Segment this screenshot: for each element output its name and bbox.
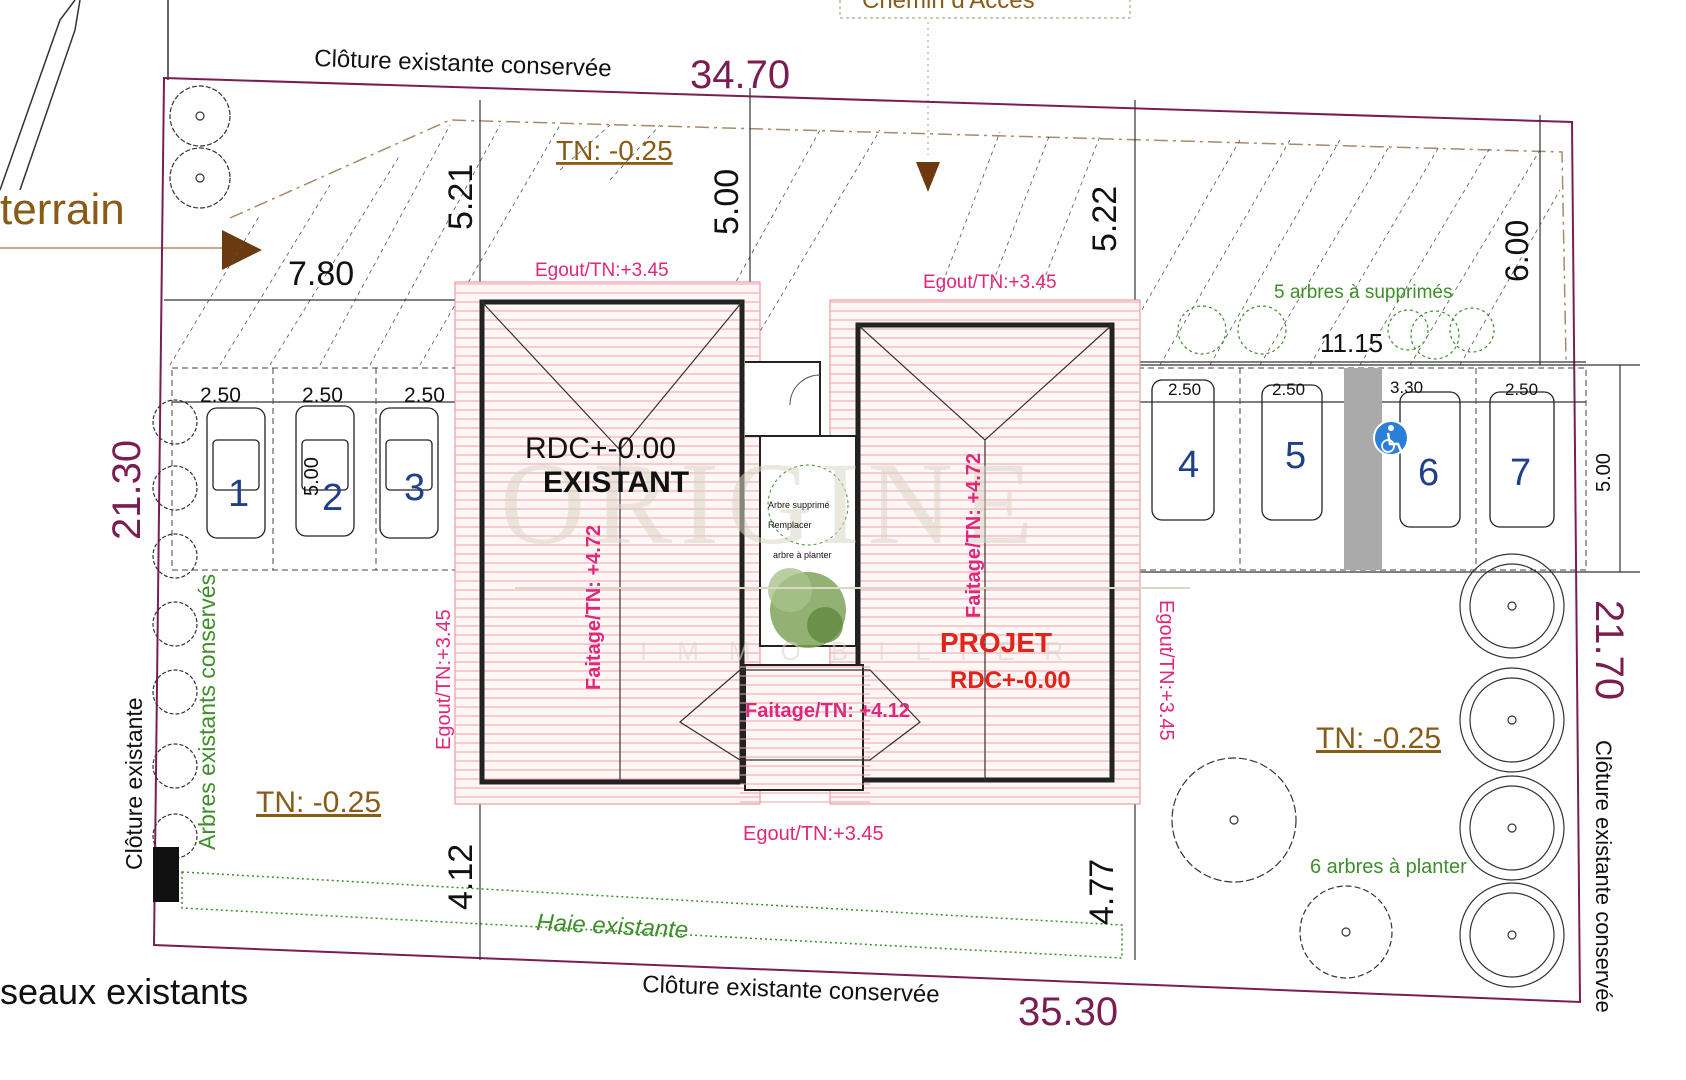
dim-477: 4.77 xyxy=(1083,859,1121,925)
wheelchair-icon xyxy=(1373,420,1409,456)
parking-6: 6 xyxy=(1418,452,1439,494)
parking-2: 2 xyxy=(322,477,343,519)
reseaux-label: seaux existants xyxy=(0,971,248,1012)
watermark-main: ORIGINE xyxy=(500,438,1041,569)
building-project xyxy=(829,299,1141,805)
fence-right-label: Clôture existante conservée xyxy=(1591,740,1616,1013)
faitage-mid: Faitage/TN: +4.12 xyxy=(745,700,910,722)
parking-4: 4 xyxy=(1178,444,1199,486)
terrain-label: terrain xyxy=(0,185,125,234)
access-box: Chemin d'Accès xyxy=(839,0,1131,192)
trees-plant xyxy=(1171,553,1565,988)
arrow-right-icon xyxy=(222,230,262,270)
accessible-aisle xyxy=(1344,368,1382,570)
dim-right: 21.70 xyxy=(1587,600,1631,700)
bay-left-2: 2.50 xyxy=(302,384,343,407)
bay-right-4: 2.50 xyxy=(1505,380,1538,399)
existing-name: EXISTANT xyxy=(543,466,689,499)
building-link xyxy=(678,664,921,803)
dim-left: 21.30 xyxy=(105,440,149,540)
project-name: PROJET xyxy=(940,627,1052,658)
site-boundary xyxy=(152,76,1582,1004)
bay-left-1: 2.50 xyxy=(200,384,241,407)
building-existing xyxy=(454,281,761,805)
access-zone xyxy=(229,119,1567,361)
egout-right: Egout/TN:+3.45 xyxy=(1155,600,1177,741)
dim-top: 34.70 xyxy=(690,53,790,97)
dim-1115: 11.15 xyxy=(1320,328,1383,358)
trees-remove xyxy=(1177,305,1495,360)
faitage-left: Faitage/TN: +4.72 xyxy=(583,525,605,690)
dim-bay-500: 5.00 xyxy=(301,457,323,496)
tn-left: TN: -0.25 xyxy=(256,786,381,819)
road-lines xyxy=(0,0,169,191)
parking-1: 1 xyxy=(228,473,249,515)
patio-note-1: Arbre supprimé xyxy=(768,500,830,510)
hedge-label: Haie existante xyxy=(536,909,689,944)
existing-level: RDC+-0.00 xyxy=(525,432,676,465)
dim-780: 7.80 xyxy=(288,255,354,293)
bay-right-3: 3.30 xyxy=(1390,378,1423,397)
bay-right-2: 2.50 xyxy=(1272,380,1305,399)
bay-right-1: 2.50 xyxy=(1168,380,1201,399)
dim-521: 5.21 xyxy=(442,164,480,230)
terrain-arrow: terrain xyxy=(0,185,262,270)
egout-top-right: Egout/TN:+3.45 xyxy=(923,272,1057,293)
watermark-sub: IMMOBILIER xyxy=(640,636,1093,666)
parking-7: 7 xyxy=(1510,452,1531,494)
trees-left xyxy=(152,85,231,859)
fence-top-label: Clôture existante conservée xyxy=(314,45,612,82)
egout-top-left: Egout/TN:+3.45 xyxy=(535,260,669,281)
tn-top: TN: -0.25 xyxy=(556,135,673,166)
trees-plant-label: 6 arbres à planter xyxy=(1310,856,1467,878)
parking-3: 3 xyxy=(404,467,425,509)
egout-left: Egout/TN:+3.45 xyxy=(433,609,455,750)
egout-bottom: Egout/TN:+3.45 xyxy=(743,823,884,845)
arrow-down-icon xyxy=(916,162,940,192)
trees-remove-label: 5 arbres à supprimés xyxy=(1274,282,1452,303)
patio-note-3: arbre à planter xyxy=(773,550,832,560)
dim-500a: 5.00 xyxy=(708,169,746,235)
parking-right xyxy=(1137,367,1587,571)
project-level: RDC+-0.00 xyxy=(950,667,1071,694)
watermark: ORIGINE IMMOBILIER xyxy=(500,438,1190,666)
bay-left-3: 2.50 xyxy=(404,384,445,407)
parking-5: 5 xyxy=(1285,435,1306,477)
fence-left-label: Clôture existante xyxy=(121,697,147,870)
tn-right: TN: -0.25 xyxy=(1316,722,1441,755)
patio-note-2: Remplacer xyxy=(768,520,812,530)
dim-bottom: 35.30 xyxy=(1018,990,1118,1034)
network-box xyxy=(153,847,179,902)
labels: Clôture existante conservée 34.70 TN: -0… xyxy=(0,45,1631,1034)
parking-left xyxy=(171,367,480,571)
fence-bottom-label: Clôture existante conservée xyxy=(642,971,940,1008)
dim-412: 4.12 xyxy=(442,844,480,910)
dim-right-500: 5.00 xyxy=(1593,453,1615,492)
faitage-right: Faitage/TN: +4.72 xyxy=(963,453,985,618)
trees-left-label: Arbres existants conservés xyxy=(194,574,220,850)
access-label: Chemin d'Accès xyxy=(862,0,1035,14)
patio xyxy=(745,361,857,648)
dim-522: 5.22 xyxy=(1086,186,1124,252)
dim-600: 6.00 xyxy=(1499,220,1535,282)
hatch-band xyxy=(169,124,1561,366)
